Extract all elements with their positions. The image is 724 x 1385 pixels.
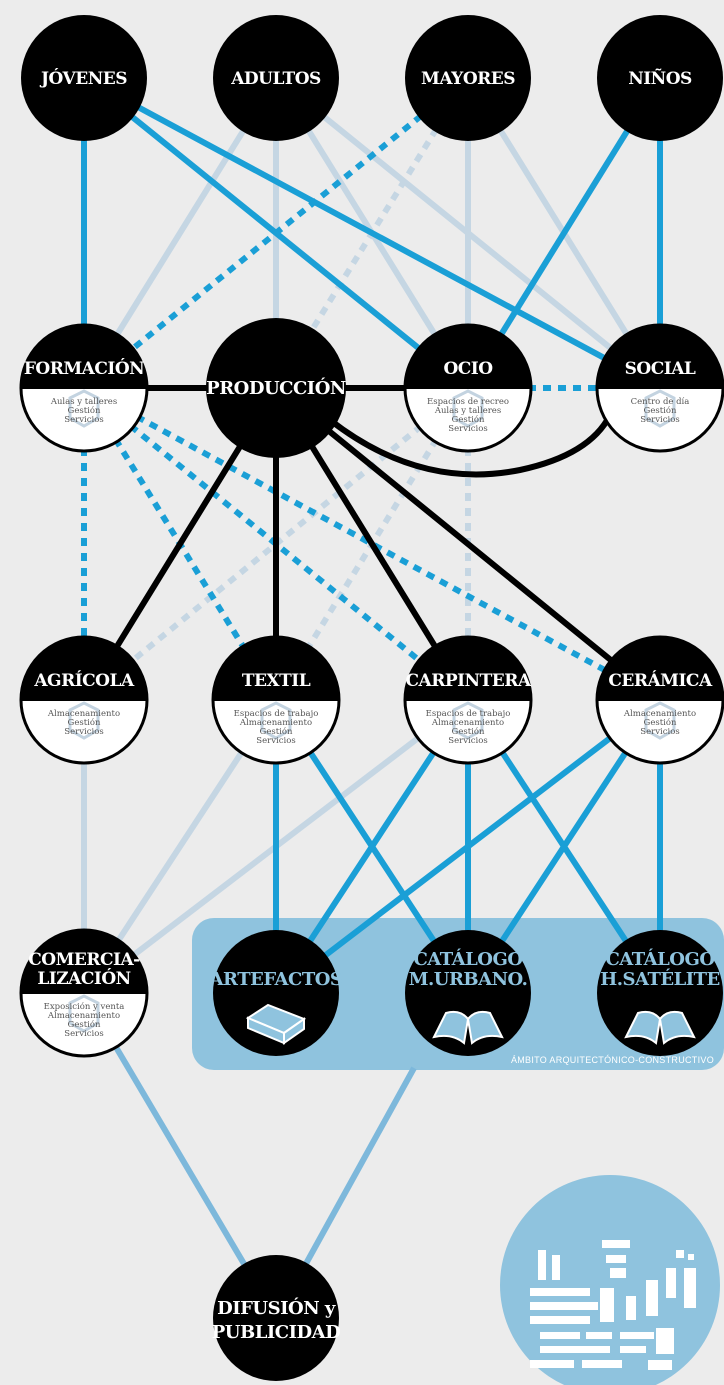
node-subtitle: Aulas y talleres [434, 406, 501, 416]
node-title: PUBLICIDAD [212, 1322, 340, 1343]
node-subtitle: Almacenamiento [239, 718, 312, 728]
node-subtitle: Servicios [64, 1029, 103, 1039]
node-difusion[interactable]: DIFUSIÓN y PUBLICIDAD [212, 1255, 341, 1381]
node-produccion[interactable]: PRODUCCIÓN [206, 318, 346, 458]
node-title: H.SATÉLITE [600, 967, 720, 990]
node-title: TEXTIL [242, 671, 311, 691]
node-title: CATÁLOGO [413, 947, 522, 970]
node-subtitle: Centro de día [631, 396, 690, 407]
node-title: CATÁLOGO [605, 947, 714, 970]
node-subtitle: Gestión [644, 717, 677, 728]
ambito-label: ÁMBITO ARQUITECTÓNICO-CONSTRUCTIVO [511, 1055, 714, 1065]
node-title: LIZACIÓN [37, 968, 130, 989]
node-subtitle: Gestión [644, 405, 677, 416]
hexagon-icon [260, 701, 292, 740]
node-title: DIFUSIÓN y [217, 1296, 336, 1319]
node-subtitle: Servicios [640, 727, 679, 737]
user-node-adultos[interactable]: ADULTOS [213, 15, 339, 141]
user-label: ADULTOS [230, 69, 321, 89]
node-subtitle: Espacios de trabajo [234, 709, 319, 719]
node-title: CARPINTERA [405, 671, 531, 691]
node-subtitle: Gestión [452, 414, 485, 425]
node-carpintera[interactable]: CARPINTERA Espacios de trabajoAlmacenamie… [403, 635, 533, 765]
node-subtitle: Gestión [452, 726, 485, 737]
node-title: M.URBANO. [409, 969, 528, 990]
user-label: MAYORES [421, 69, 515, 89]
node-subtitle: Gestión [68, 405, 101, 416]
node-title: FORMACIÓN [24, 358, 144, 379]
node-subtitle: Servicios [448, 736, 487, 746]
hexagon-icon [452, 701, 484, 740]
node-subtitle: Gestión [260, 726, 293, 737]
hexagon-icon [68, 994, 100, 1033]
connection-lines [81, 75, 663, 1320]
connection-jovenes-social [82, 75, 662, 391]
connection-jovenes-ocio [82, 75, 470, 391]
node-subtitle: Servicios [448, 424, 487, 434]
connection-ceramica-artefactos [274, 697, 662, 996]
user-label: NIÑOS [628, 67, 692, 89]
user-node-jovenes[interactable]: JÓVENES [21, 15, 147, 141]
node-subtitle: Espacios de trabajo [426, 709, 511, 719]
node-subtitle: Gestión [68, 717, 101, 728]
node-title: COMERCIA- [28, 950, 140, 970]
hexagon-icon [452, 389, 484, 428]
node-subtitle: Almacenamiento [47, 709, 120, 719]
user-node-ninos[interactable]: NIÑOS [597, 15, 723, 141]
node-subtitle: Almacenamiento [623, 709, 696, 719]
open-book-icon [432, 1010, 504, 1045]
connection-formacion-ceramica [82, 385, 662, 703]
node-title: PRODUCCIÓN [206, 376, 346, 399]
user-node-mayores[interactable]: MAYORES [405, 15, 531, 141]
node-subtitle: Gestión [68, 1019, 101, 1030]
connection-produccion-social [328, 413, 613, 478]
node-subtitle: Aulas y talleres [50, 397, 117, 407]
node-subtitle: Espacios de recreo [427, 397, 509, 407]
node-subtitle: Almacenamiento [431, 718, 504, 728]
city-plan-logo [500, 1175, 720, 1385]
connection-produccion-ceramica [274, 385, 662, 703]
node-subtitle: Almacenamiento [47, 1011, 120, 1021]
node-formacion[interactable]: FORMACIÓN Aulas y talleresGestiónServicio… [19, 323, 149, 453]
node-subtitle: Exposición y venta [44, 1001, 125, 1012]
node-artefactos[interactable]: ARTEFACTOS [209, 930, 343, 1056]
node-title: ARTEFACTOS [209, 969, 343, 990]
hexagon-icon [644, 389, 676, 428]
city-blocks-icon [530, 1240, 696, 1370]
node-subtitle: Servicios [640, 415, 679, 425]
node-subtitle: Servicios [64, 415, 103, 425]
hexagon-icon [644, 701, 676, 740]
diagram-nodes: JÓVENES ADULTOS MAYORES NIÑOS FORMACIÓN Aulas… [19, 15, 724, 1381]
node-title: CERÁMICA [608, 670, 713, 691]
node-title: AGRÍCOLA [33, 670, 135, 691]
brick-icon [245, 1003, 307, 1045]
node-subtitle: Servicios [64, 727, 103, 737]
node-title: SOCIAL [625, 359, 696, 379]
user-label: JÓVENES [39, 68, 127, 89]
open-book-icon [624, 1010, 696, 1045]
node-subtitle: Servicios [256, 736, 295, 746]
hexagon-icon [68, 701, 100, 740]
node-title: OCIO [443, 359, 493, 379]
hexagon-icon [68, 389, 100, 428]
node-textil[interactable]: TEXTIL Espacios de trabajoAlmacenamientoG… [211, 635, 341, 765]
node-comercializacion[interactable]: COMERCIA-LIZACIÓN Exposición y ventaAlmac… [19, 928, 149, 1058]
